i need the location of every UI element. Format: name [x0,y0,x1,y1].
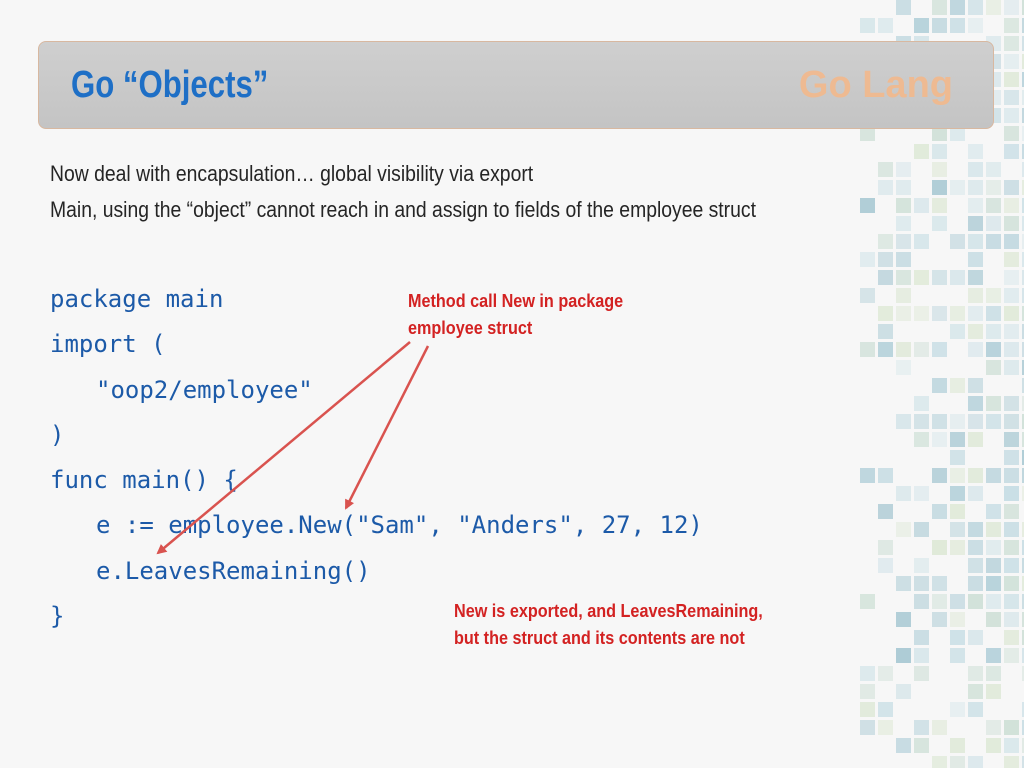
intro-line-encapsulation: Now deal with encapsulation… global visi… [50,161,534,186]
code-line-func-main: func main() { [50,466,238,495]
callout-method-call-line-2: employee struct [408,318,533,338]
brand-watermark: Go Lang [798,64,953,106]
intro-text: Now deal with encapsulation… global visi… [50,156,852,228]
code-line-leaves-call: e.LeavesRemaining() [96,556,371,585]
callout-exported-line-2: but the struct and its contents are not [454,628,745,648]
code-line-new-call: e := employee.New("Sam", "Anders", 27, 1… [96,511,703,540]
code-line-package: package main [50,285,224,313]
callout-method-call-line-1: Method call New in package [408,291,624,311]
title-bar: Go “Objects” Go Lang [38,41,994,129]
intro-line-main: Main, using the “object” cannot reach in… [50,197,756,222]
callout-exported: New is exported, and LeavesRemaining, bu… [454,598,763,652]
callout-exported-line-1: New is exported, and LeavesRemaining, [454,601,763,621]
code-line-import-close: ) [50,420,65,449]
callout-method-call: Method call New in package employee stru… [408,288,623,342]
code-line-close-brace: } [50,602,65,631]
code-line-import-path: "oop2/employee" [96,375,313,404]
slide-title: Go “Objects” [71,64,269,106]
